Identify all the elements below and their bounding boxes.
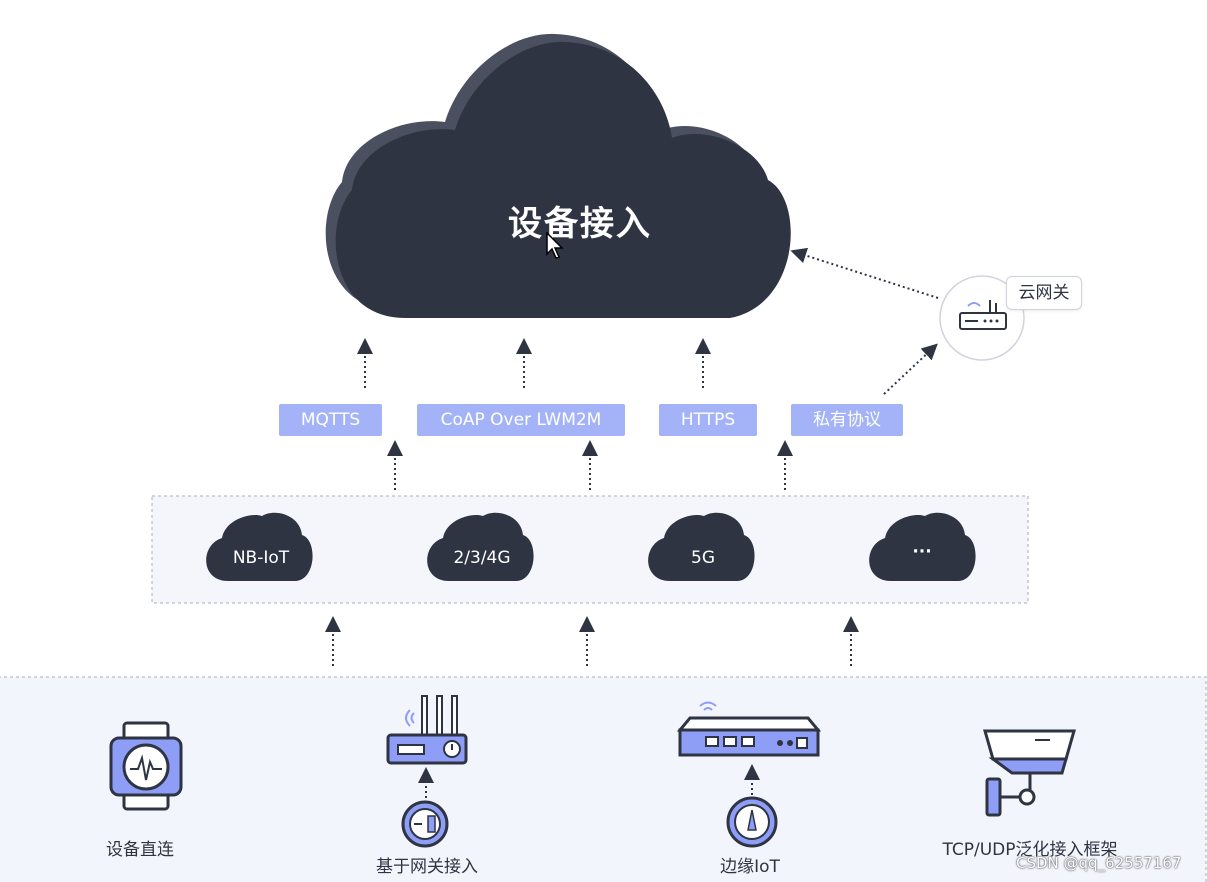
edge-switch-icon	[676, 701, 822, 757]
sensor-icon-1	[401, 800, 449, 848]
sensor-icon-2	[726, 796, 778, 848]
network-label-more: ···	[912, 542, 932, 562]
network-cloud-234g	[427, 512, 534, 581]
network-label-5g: 5G	[691, 548, 715, 568]
protocol-private: 私有协议	[791, 404, 903, 436]
cloud-gateway-label: 云网关	[1006, 276, 1082, 310]
caption-gateway-access: 基于网关接入	[376, 857, 478, 877]
arrow-private-to-gateway	[883, 343, 938, 395]
network-label-234g: 2/3/4G	[453, 548, 511, 568]
main-cloud	[325, 33, 791, 318]
network-cloud-nbiot	[206, 512, 313, 581]
caption-direct-connect: 设备直连	[106, 840, 174, 860]
arrow-gateway-to-cloud	[790, 247, 939, 299]
caption-edge-iot: 边缘IoT	[720, 857, 780, 877]
gateway-router-icon	[386, 695, 468, 765]
mouse-cursor-icon	[546, 232, 564, 259]
network-cloud-more	[869, 512, 976, 581]
watermark: CSDN @qq_62557167	[1016, 854, 1182, 872]
protocol-mqtts: MQTTS	[279, 404, 382, 436]
network-cloud-5g	[648, 512, 755, 581]
main-cloud-title: 设备接入	[508, 204, 652, 244]
protocol-coap: CoAP Over LWM2M	[417, 404, 625, 436]
caption-tcp-udp: TCP/UDP泛化接入框架	[942, 840, 1118, 860]
network-label-nbiot: NB-IoT	[232, 548, 290, 568]
device-panel	[0, 676, 1207, 882]
camera-icon	[983, 729, 1076, 817]
protocol-https: HTTPS	[659, 404, 757, 436]
cloud-gateway-icon	[939, 275, 1025, 361]
smartwatch-icon	[109, 721, 183, 811]
